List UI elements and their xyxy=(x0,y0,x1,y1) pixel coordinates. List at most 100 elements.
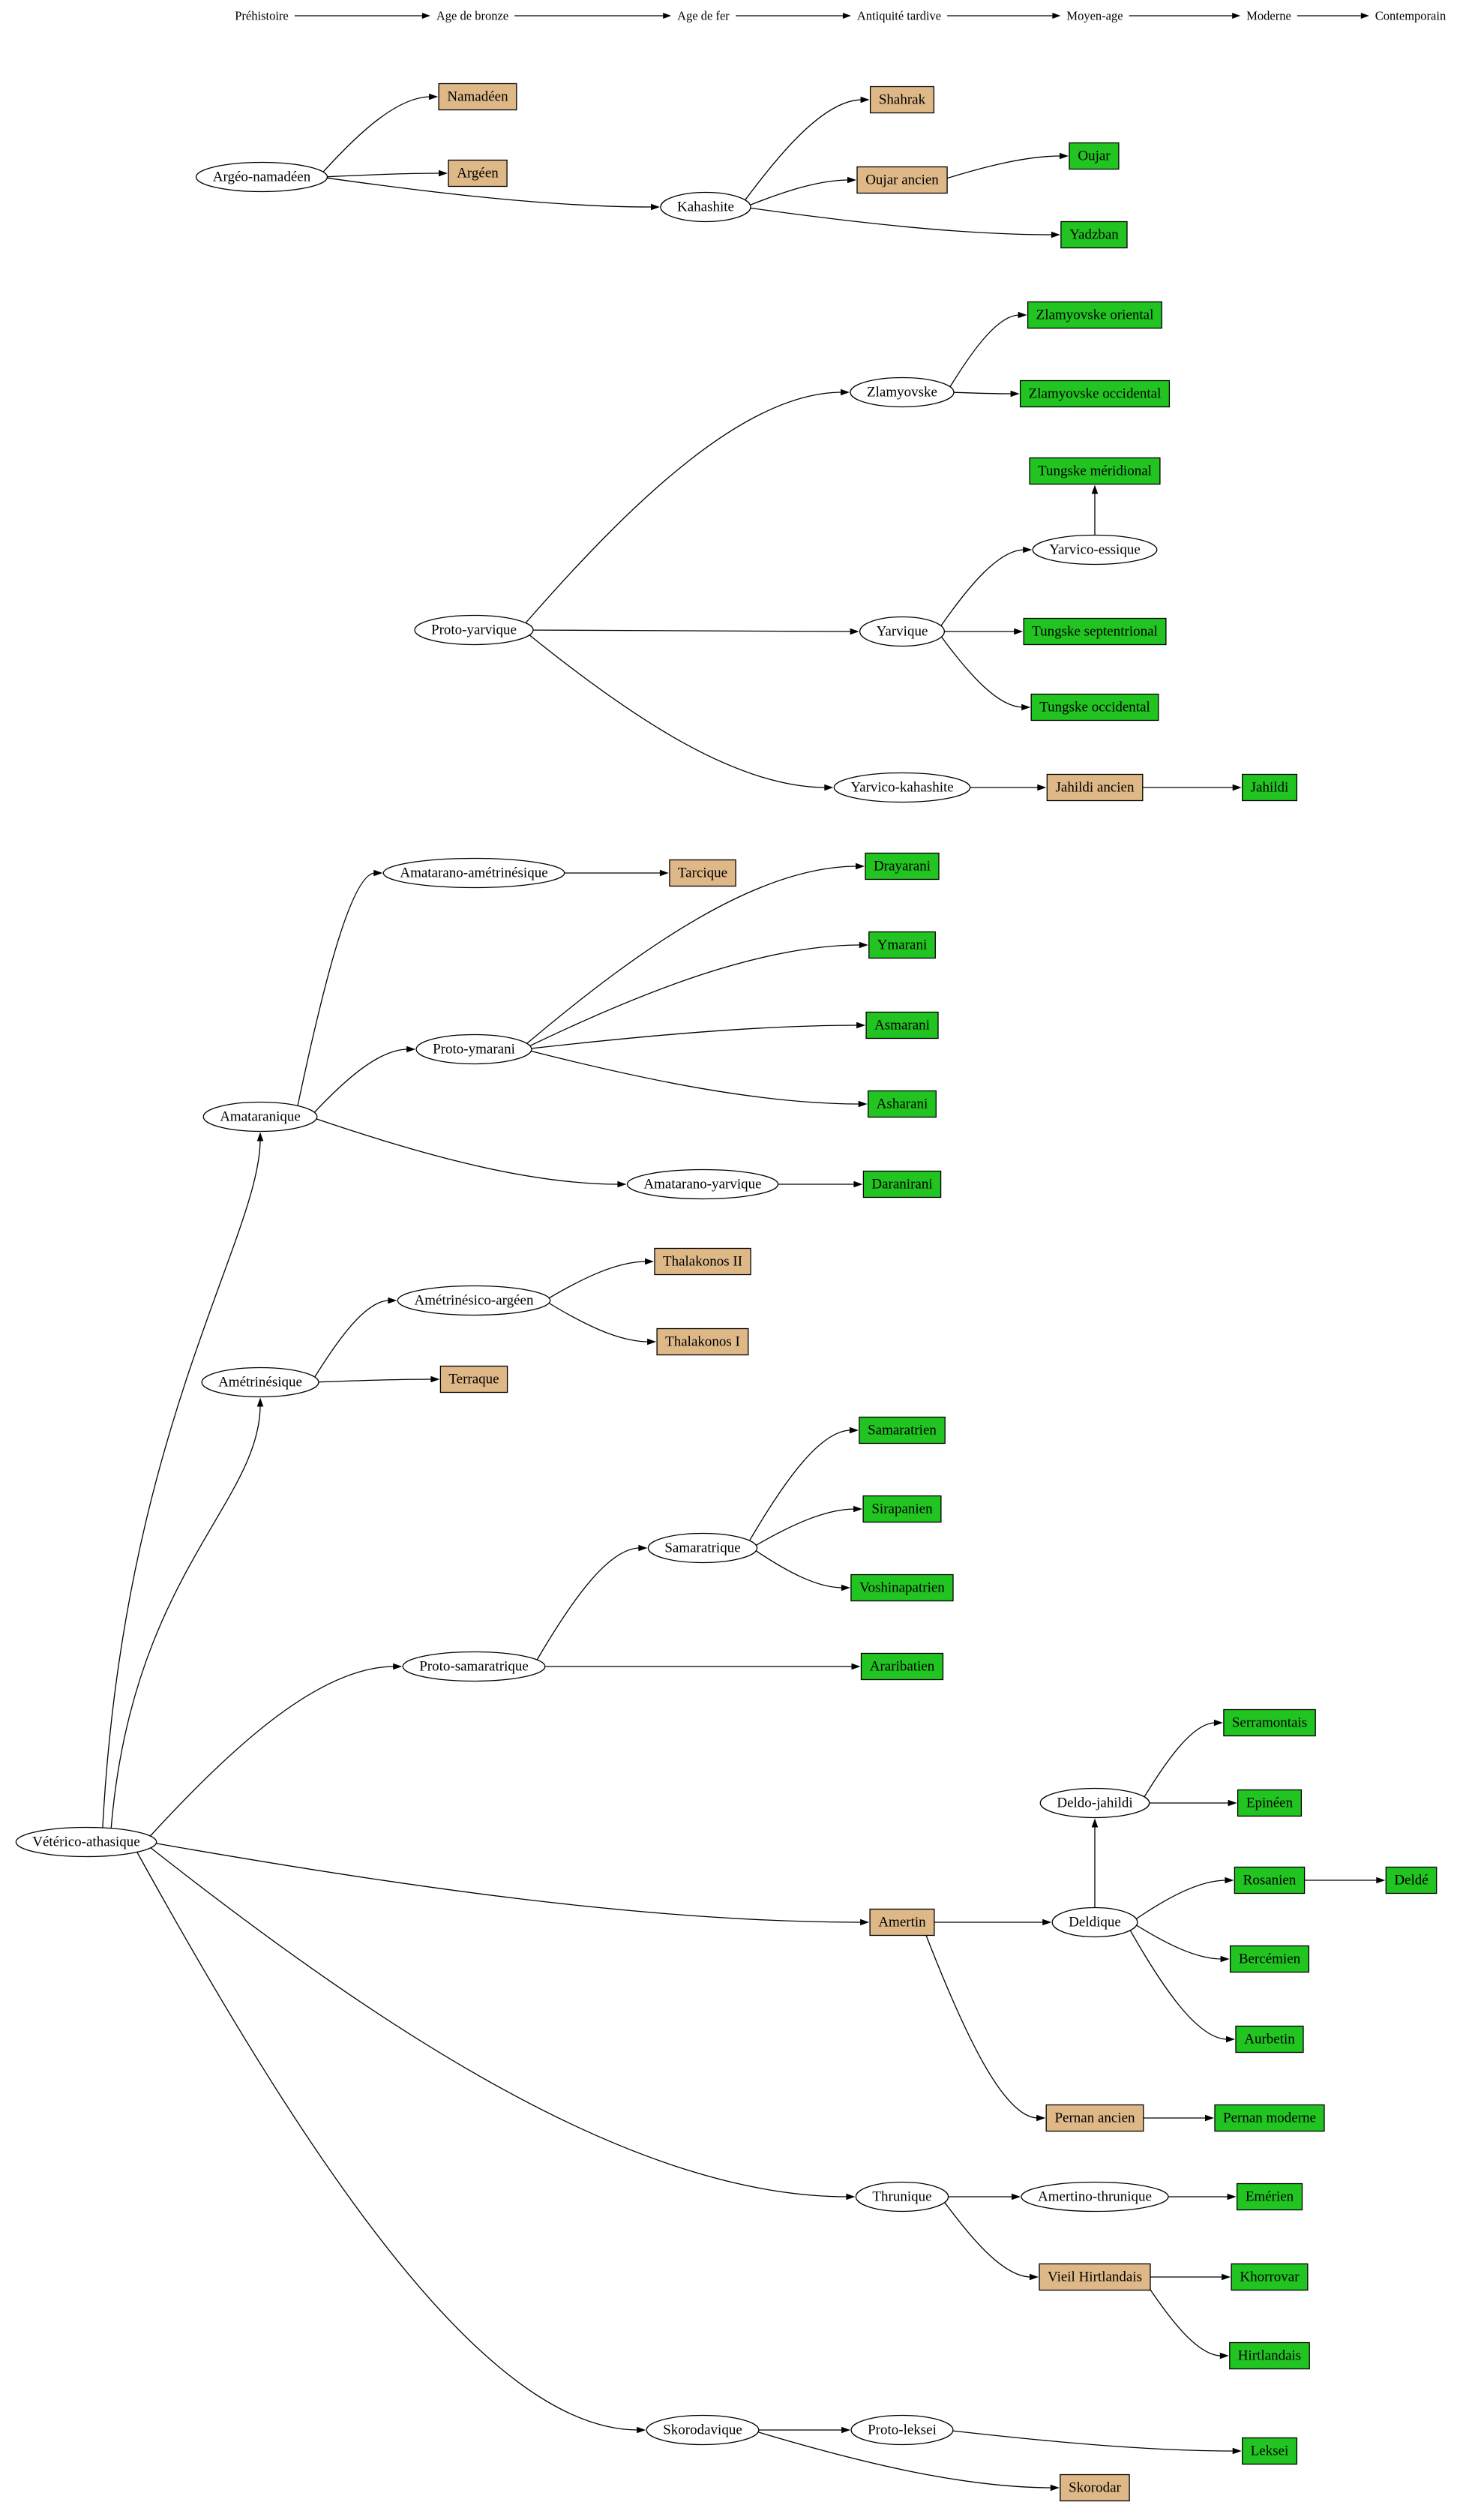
node-box-hirtlandais xyxy=(1229,2342,1310,2370)
node-box-pernan_moderne xyxy=(1214,2104,1325,2132)
edge-samaratrique-voshinapatrien xyxy=(755,1550,850,1592)
era-label-6: Contemporain xyxy=(1375,9,1446,23)
edge-zlamyovske-zlam_oriental xyxy=(949,311,1027,388)
edge-veterico_athasique-proto_samaratrique xyxy=(149,1663,403,1837)
node-label-terraque: Terraque xyxy=(448,1372,499,1388)
edge-thrunique-vieil_hirtlandais xyxy=(944,2202,1039,2281)
node-label-tarcique: Tarcique xyxy=(678,866,727,881)
edge-amataranique-proto_ymarani xyxy=(313,1046,416,1113)
node-ellipse-yarvique xyxy=(859,616,946,647)
edge-amataranique-amatarano_ametrinesique xyxy=(297,869,383,1106)
edge-samaratrique-sirapanien xyxy=(755,1505,863,1546)
tree-node-hirtlandais: Hirtlandais xyxy=(1229,2342,1310,2370)
tree-node-argeo_namadeen: Argéo-namadéen xyxy=(195,161,328,193)
tree-node-sirapanien: Sirapanien xyxy=(862,1495,942,1523)
tree-node-ymarani: Ymarani xyxy=(868,931,936,959)
node-box-thalakonos2 xyxy=(654,1247,751,1276)
node-label-deldo_jahildi: Deldo-jahildi xyxy=(1057,1796,1132,1811)
edge-proto_ymarani-asmarani xyxy=(531,1022,866,1049)
edge-ametrinesique-ametrinesico_argeen xyxy=(314,1297,397,1378)
tree-node-zlamyovske: Zlamyovske xyxy=(850,376,955,408)
node-label-epineen: Epinéen xyxy=(1246,1796,1294,1811)
tree-node-emerien: Emérien xyxy=(1236,2182,1303,2211)
node-label-yarvico_kahashite: Yarvico-kahashite xyxy=(850,780,953,796)
node-label-emerien: Emérien xyxy=(1246,2189,1294,2205)
tree-node-proto_yarvique: Proto-yarvique xyxy=(414,614,534,646)
node-label-samaratrique: Samaratrique xyxy=(664,1540,740,1556)
node-label-amatarano_yarvique: Amatarano-yarvique xyxy=(643,1177,761,1192)
node-label-skorodavique: Skorodavique xyxy=(663,2422,742,2438)
tree-node-ametrinesique: Amétrinésique xyxy=(201,1366,319,1398)
node-label-voshinapatrien: Voshinapatrien xyxy=(859,1580,945,1596)
node-box-asmarani xyxy=(865,1011,939,1040)
node-box-voshinapatrien xyxy=(850,1574,954,1602)
tree-node-amatarano_yarvique: Amatarano-yarvique xyxy=(626,1168,779,1200)
edge-yarvico_kahashite-jahildi_ancien xyxy=(970,784,1047,791)
tree-node-proto_samaratrique: Proto-samaratrique xyxy=(402,1651,546,1682)
edge-proto_samaratrique-samaratrique xyxy=(536,1544,648,1660)
tree-node-epineen: Epinéen xyxy=(1237,1789,1303,1817)
edge-deldique-bercemien xyxy=(1136,1924,1230,1963)
node-label-asmarani: Asmarani xyxy=(874,1018,930,1034)
edge-oujar_ancien-oujar xyxy=(946,152,1069,179)
node-box-oujar_ancien xyxy=(856,166,948,194)
node-ellipse-kahashite xyxy=(660,191,751,223)
edge-skorodavique-proto_leksei xyxy=(758,2426,851,2434)
node-ellipse-amertino_thrunique xyxy=(1021,2181,1169,2212)
node-box-daranirani xyxy=(862,1170,942,1198)
tree-node-tarcique: Tarcique xyxy=(669,859,736,887)
tree-node-deldo_jahildi: Deldo-jahildi xyxy=(1039,1787,1150,1819)
tree-node-tungske_meridional: Tungske méridional xyxy=(1029,457,1161,485)
node-box-skorodar xyxy=(1060,2474,1130,2502)
node-ellipse-zlamyovske xyxy=(850,376,955,408)
node-ellipse-deldique xyxy=(1051,1906,1138,1938)
node-label-argeo_namadeen: Argéo-namadéen xyxy=(213,170,311,185)
node-box-samaratrien xyxy=(859,1416,946,1444)
node-box-tungske_occ xyxy=(1030,693,1159,722)
edge-argeo_namadeen-namadeen xyxy=(322,93,439,172)
node-label-thrunique: Thrunique xyxy=(872,2189,931,2205)
node-ellipse-proto_leksei xyxy=(850,2414,954,2446)
node-ellipse-amataranique xyxy=(202,1101,318,1132)
node-label-oujar: Oujar xyxy=(1078,148,1111,164)
node-box-emerien xyxy=(1236,2182,1303,2211)
timeline-arrow-2 xyxy=(736,13,851,19)
edge-deldique-deldo_jahildi xyxy=(1091,1818,1099,1908)
node-label-shahrak: Shahrak xyxy=(879,92,926,108)
node-box-asharani xyxy=(868,1090,937,1118)
edge-proto_yarvique-zlamyovske xyxy=(525,388,850,623)
tree-node-deldique: Deldique xyxy=(1051,1906,1138,1938)
node-label-hirtlandais: Hirtlandais xyxy=(1238,2348,1301,2364)
node-box-jahildi_ancien xyxy=(1046,773,1144,802)
node-box-yadzban xyxy=(1060,220,1128,249)
tree-node-skorodar: Skorodar xyxy=(1060,2474,1130,2502)
node-label-kahashite: Kahashite xyxy=(677,200,734,215)
node-label-khorrovar: Khorrovar xyxy=(1240,2270,1300,2285)
edge-amatarano_ametrinesique-tarcique xyxy=(564,869,669,877)
tree-node-vieil_hirtlandais: Vieil Hirtlandais xyxy=(1039,2263,1151,2291)
edge-deldo_jahildi-serramontais xyxy=(1144,1719,1223,1798)
tree-node-oujar: Oujar xyxy=(1069,142,1120,170)
node-box-araribatien xyxy=(860,1652,944,1681)
node-label-argeen: Argéen xyxy=(457,166,499,182)
node-box-zlam_occidental xyxy=(1019,380,1171,408)
edge-skorodavique-skorodar xyxy=(757,2432,1060,2492)
era-label-5: Moderne xyxy=(1246,9,1291,23)
node-label-pernan_ancien: Pernan ancien xyxy=(1054,2110,1135,2126)
tree-node-jahildi: Jahildi xyxy=(1242,773,1298,802)
node-box-tungske_sept xyxy=(1023,617,1167,646)
tree-node-araribatien: Araribatien xyxy=(860,1652,944,1681)
node-box-leksei xyxy=(1242,2437,1298,2465)
node-label-zlam_occidental: Zlamyovske occidental xyxy=(1029,386,1162,402)
node-label-vieil_hirtlandais: Vieil Hirtlandais xyxy=(1048,2270,1142,2285)
node-box-jahildi xyxy=(1242,773,1298,802)
edge-vieil_hirtlandais-khorrovar xyxy=(1150,2273,1231,2281)
era-label-2: Age de fer xyxy=(677,9,730,23)
node-label-zlamyovske: Zlamyovske xyxy=(867,385,937,400)
tree-node-proto_ymarani: Proto-ymarani xyxy=(415,1034,532,1065)
edge-proto_ymarani-asharani xyxy=(531,1050,868,1108)
edge-veterico_athasique-skorodavique xyxy=(136,1852,646,2434)
node-label-oujar_ancien: Oujar ancien xyxy=(865,172,939,188)
node-label-samaratrien: Samaratrien xyxy=(868,1423,937,1438)
